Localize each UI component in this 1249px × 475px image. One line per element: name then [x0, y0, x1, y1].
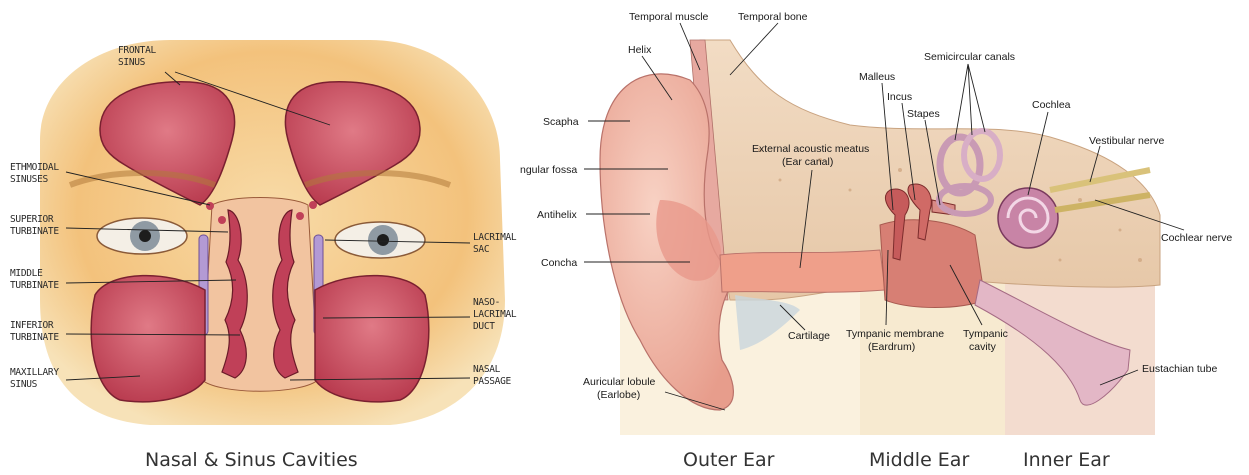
ethmoid-cell — [206, 202, 214, 210]
caption-inner-ear: Inner Ear — [1023, 449, 1110, 471]
nasal-cavity — [202, 198, 318, 392]
leader-temporal-bone — [730, 23, 778, 75]
caption-outer-ear: Outer Ear — [683, 449, 775, 471]
ethmoid-cell — [296, 212, 304, 220]
label-cochlear-nerve: Cochlear nerve — [1161, 232, 1232, 244]
label-scapha: Scapha — [543, 116, 579, 128]
label-eustachian-tube: Eustachian tube — [1142, 363, 1217, 375]
ear-illustration — [600, 40, 1160, 435]
pupil-left — [139, 230, 151, 242]
label-temporal-muscle: Temporal muscle — [629, 11, 709, 23]
label-triangular-fossa: ngular fossa — [520, 164, 577, 176]
label-temporal-bone: Temporal bone — [738, 11, 808, 23]
label-semicircular-canals: Semicircular canals — [924, 51, 1015, 63]
caption-nasal: Nasal & Sinus Cavities — [145, 449, 358, 471]
label-stapes: Stapes — [907, 108, 940, 120]
maxillary-sinus-right — [315, 276, 429, 402]
label-concha: Concha — [541, 257, 577, 269]
caption-middle-ear: Middle Ear — [869, 449, 969, 471]
label-antihelix: Antihelix — [537, 209, 577, 221]
label-cartilage: Cartilage — [788, 330, 830, 342]
label-incus: Incus — [887, 91, 912, 103]
label-malleus: Malleus — [859, 71, 895, 83]
ear-canal — [720, 250, 885, 292]
pupil-right — [377, 234, 389, 246]
ethmoid-cell — [218, 216, 226, 224]
label-vestibular-nerve: Vestibular nerve — [1089, 135, 1164, 147]
maxillary-sinus-left — [91, 276, 205, 402]
label-cochlea: Cochlea — [1032, 99, 1071, 111]
label-helix: Helix — [628, 44, 652, 56]
nasal-sinus-illustration — [40, 40, 505, 425]
ethmoid-cell — [309, 201, 317, 209]
